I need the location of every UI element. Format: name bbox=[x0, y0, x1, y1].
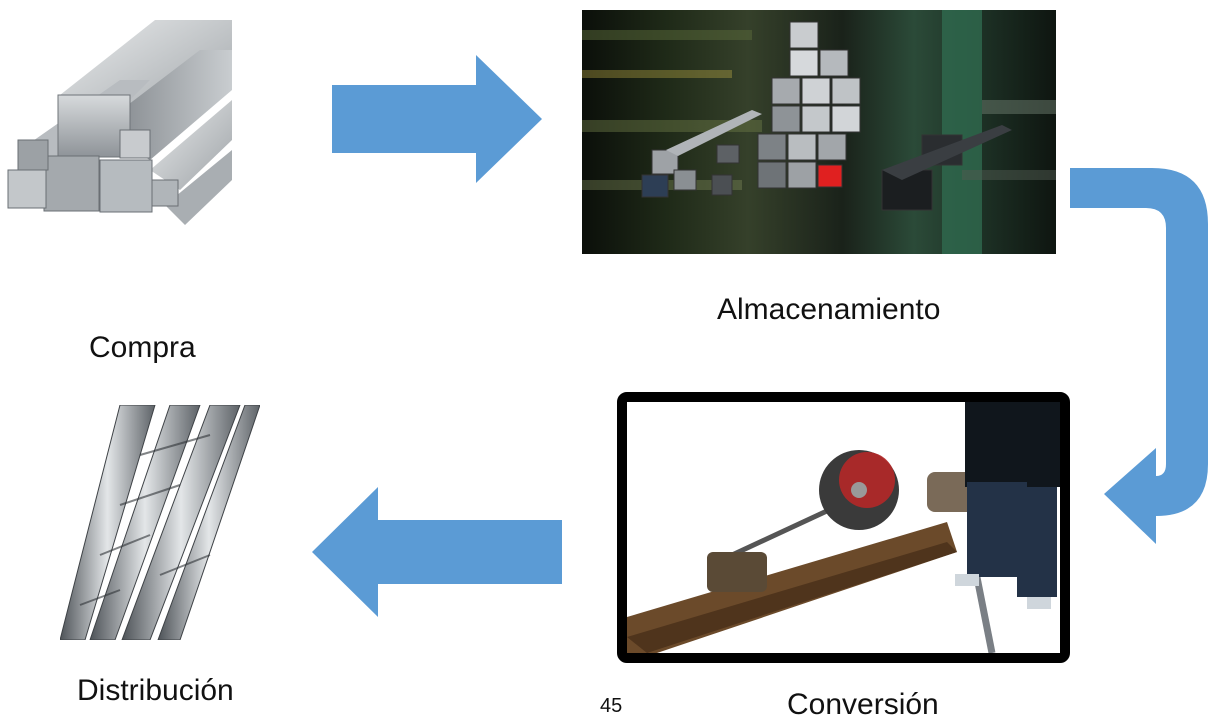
step-label-conversion: Conversión bbox=[787, 688, 939, 721]
warehouse-storage-image bbox=[582, 10, 1056, 254]
twisted-bars-image bbox=[60, 405, 260, 640]
arrow-right-icon bbox=[332, 55, 542, 183]
step-label-distribucion: Distribución bbox=[77, 674, 234, 707]
page-number: 45 bbox=[600, 695, 623, 717]
arrow-curved-down-icon bbox=[1070, 168, 1208, 544]
conversion-machine-image bbox=[617, 392, 1070, 663]
step-label-almacenamiento: Almacenamiento bbox=[717, 293, 941, 326]
steel-bars-stack-image bbox=[7, 20, 232, 225]
arrow-left-icon bbox=[312, 487, 562, 617]
step-label-compra: Compra bbox=[89, 331, 196, 364]
